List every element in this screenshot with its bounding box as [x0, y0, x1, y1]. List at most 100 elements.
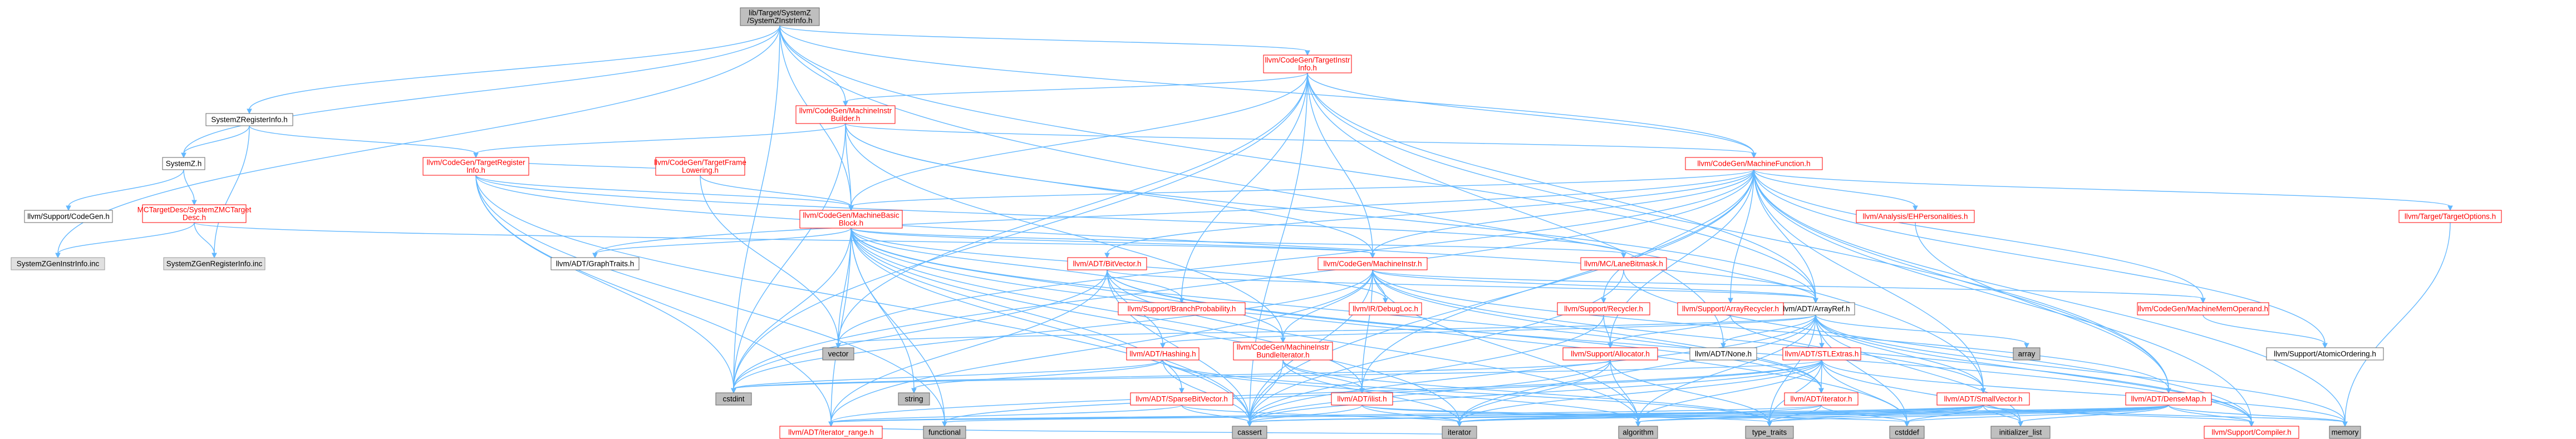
node-smallvec[interactable]: llvm/ADT/SmallVector.h	[1936, 392, 2030, 406]
edge-stlextras-to-algorithm	[1638, 359, 1822, 423]
node-codegenh[interactable]: llvm/Support/CodeGen.h	[24, 210, 113, 223]
edge-tii-to-mib	[845, 72, 1308, 102]
edge-arrayref-to-type_traits	[1769, 314, 1816, 423]
node-box	[1233, 342, 1333, 361]
node-lanebit[interactable]: llvm/MC/LaneBitmask.h	[1580, 257, 1667, 270]
node-memory[interactable]: memory	[2329, 426, 2361, 439]
edge-sysregh-to-sysri	[214, 125, 250, 254]
node-ehp[interactable]: llvm/Analysis/EHPersonalities.h	[1856, 210, 1975, 223]
node-box	[2137, 302, 2269, 315]
node-cassert[interactable]: cassert	[1232, 426, 1267, 439]
node-label: llvm/Target/TargetOptions.h	[2405, 213, 2496, 221]
edge-mbb-to-mi	[851, 228, 1373, 254]
node-label: Builder.h	[831, 115, 861, 123]
node-none[interactable]: llvm/ADT/None.h	[1689, 347, 1757, 361]
edge-allocator-to-cstdint	[733, 359, 1611, 389]
edge-arrowhead	[828, 421, 834, 427]
edge-arrowhead	[55, 253, 61, 259]
node-systemzh[interactable]: SystemZ.h	[162, 157, 205, 170]
node-sysii[interactable]: SystemZGenInstrInfo.inc	[11, 257, 105, 270]
node-arecycler[interactable]: llvm/Support/ArrayRecycler.h	[1677, 302, 1784, 315]
edge-mctd-to-mi	[194, 222, 1373, 254]
edge-tii-to-densemap	[1307, 72, 2169, 389]
node-box	[2329, 426, 2361, 439]
node-label: Desc.h	[183, 214, 206, 222]
node-string[interactable]: string	[898, 392, 930, 406]
node-atomicord[interactable]: llvm/Support/AtomicOrdering.h	[2266, 347, 2384, 361]
edge-tii-to-bp	[1181, 72, 1308, 299]
node-label: llvm/CodeGen/MachineInstr	[799, 107, 892, 115]
node-sparsebv[interactable]: llvm/ADT/SparseBitVector.h	[1130, 392, 1233, 406]
node-iterator[interactable]: iterator	[1442, 426, 1477, 439]
edge-recycler-to-cassert	[1249, 314, 1604, 423]
node-topt[interactable]: llvm/Target/TargetOptions.h	[2398, 210, 2502, 223]
node-itrange[interactable]: llvm/ADT/iterator_range.h	[779, 426, 883, 439]
edge-densemap-to-algorithm	[1638, 405, 2169, 423]
edge-recycler-to-allocator	[1603, 314, 1611, 344]
node-arrayref[interactable]: llvm/ADT/ArrayRef.h	[1776, 302, 1855, 315]
node-bitvector[interactable]: llvm/ADT/BitVector.h	[1067, 257, 1147, 270]
node-debugloc[interactable]: llvm/IR/DebugLoc.h	[1349, 302, 1422, 315]
edge-mbb-to-mibi	[851, 228, 1284, 339]
node-functional[interactable]: functional	[923, 426, 966, 439]
node-cstdint[interactable]: cstdint	[715, 392, 752, 406]
edge-stlextras-to-cstddef	[1821, 359, 1908, 423]
edge-mbb-to-cstdint	[733, 228, 852, 389]
node-mf[interactable]: llvm/CodeGen/MachineFunction.h	[1685, 157, 1823, 170]
node-type_traits[interactable]: type_traits	[1745, 426, 1794, 439]
node-iteratorh[interactable]: llvm/ADT/iterator.h	[1784, 392, 1859, 406]
edge-systemzh-to-codegenh	[68, 169, 184, 207]
node-ilist[interactable]: llvm/ADT/ilist.h	[1331, 392, 1393, 406]
node-label: initializer_list	[1999, 428, 2042, 437]
edge-arrowhead	[2200, 298, 2206, 304]
edge-iteratorh-to-cstddef	[1821, 405, 1908, 423]
node-allocator[interactable]: llvm/Support/Allocator.h	[1562, 347, 1658, 361]
node-label: llvm/CodeGen/TargetInstr	[1265, 56, 1350, 65]
edge-smallvec-to-cstddef	[1906, 405, 1984, 423]
node-label: llvm/Analysis/EHPersonalities.h	[1862, 213, 1968, 221]
node-sysri[interactable]: SystemZGenRegisterInfo.inc	[163, 257, 266, 270]
dependency-edges	[55, 25, 2453, 439]
node-box	[2013, 347, 2041, 361]
node-graphtraits[interactable]: llvm/ADT/GraphTraits.h	[550, 257, 640, 270]
edge-mbb-to-lanebit	[851, 228, 1624, 254]
node-densemap[interactable]: llvm/ADT/DenseMap.h	[2125, 392, 2212, 406]
node-mi[interactable]: llvm/CodeGen/MachineInstr.h	[1318, 257, 1428, 270]
edge-arrowhead	[731, 388, 736, 394]
node-label: llvm/ADT/GraphTraits.h	[556, 260, 635, 268]
node-initlist[interactable]: initializer_list	[1990, 426, 2051, 439]
node-hashing[interactable]: llvm/ADT/Hashing.h	[1126, 347, 1199, 361]
node-label: cstddef	[1895, 428, 1919, 437]
node-cstddef[interactable]: cstddef	[1889, 426, 1925, 439]
node-sysregh[interactable]: SystemZRegisterInfo.h	[205, 113, 293, 126]
node-mmo[interactable]: llvm/CodeGen/MachineMemOperand.h	[2137, 302, 2269, 315]
node-stlextras[interactable]: llvm/ADT/STLExtras.h	[1782, 347, 1861, 361]
node-box	[1263, 55, 1352, 73]
edge-mf-to-graphtraits	[594, 169, 1754, 254]
node-array[interactable]: array	[2013, 347, 2041, 361]
edge-tii-to-vector	[838, 72, 1308, 344]
node-vector[interactable]: vector	[822, 347, 854, 361]
edge-arrowhead	[1607, 343, 1613, 349]
node-mibi[interactable]: llvm/CodeGen/MachineInstrBundleIterator.…	[1233, 342, 1333, 361]
node-recycler[interactable]: llvm/Support/Recycler.h	[1557, 302, 1650, 315]
edge-sysregh-to-tri	[249, 125, 476, 154]
edge-mf-to-bitvector	[1107, 169, 1754, 254]
node-algorithm[interactable]: algorithm	[1618, 426, 1658, 439]
node-label: type_traits	[1752, 428, 1787, 437]
node-box	[24, 210, 113, 223]
edge-arrowhead	[1280, 337, 1286, 343]
edge-mbb-to-cstddef	[851, 228, 1908, 423]
edge-mf-to-cassert	[1249, 169, 1754, 423]
edge-arrowhead	[191, 200, 197, 206]
node-compiler[interactable]: llvm/Support/Compiler.h	[2204, 426, 2299, 439]
edge-tri-to-mbb	[475, 175, 852, 207]
node-bp[interactable]: llvm/Support/BranchProbability.h	[1118, 302, 1246, 315]
